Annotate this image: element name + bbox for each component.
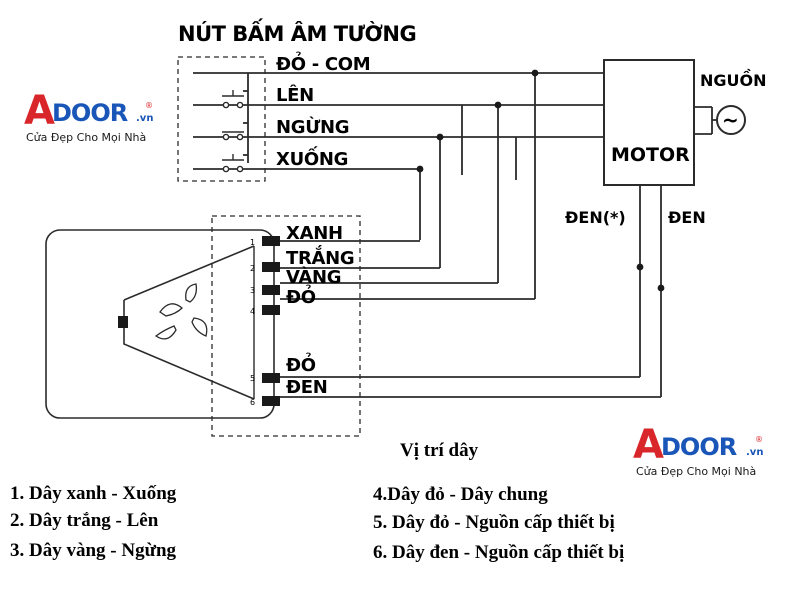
diagram-title: NÚT BẤM ÂM TƯỜNG [178, 18, 416, 46]
logo-mark-icon-2: A [633, 422, 664, 468]
legend-right-4: 4.Dây đỏ - Dây chung [373, 484, 548, 505]
terminal-number-5: 5 [250, 374, 255, 383]
logo-registered-2: ® [755, 435, 763, 444]
wire-label-xuong: XUỐNG [276, 146, 348, 170]
wire-label-ngung: NGỪNG [276, 116, 349, 138]
terminal-connectors [262, 236, 280, 406]
terminal-number-1: 1 [250, 238, 255, 247]
terminal-number-2: 2 [250, 264, 255, 273]
terminal-number-3: 3 [250, 286, 255, 295]
legend-left-1: 1. Dây xanh - Xuống [10, 483, 177, 504]
control-board [45, 229, 275, 419]
terminal-wire-trang: TRẮNG [286, 245, 354, 269]
switch-ngung-icon [222, 131, 244, 141]
switch-len-icon [222, 90, 244, 109]
logo-mark-icon: A [24, 88, 55, 134]
logo-tld: .vn [136, 113, 153, 124]
logo-tld-2: .vn [746, 447, 763, 458]
junction-dots [416, 69, 665, 292]
motor-label: MOTOR [611, 144, 690, 166]
terminal-box [211, 215, 361, 437]
motor-wire-den: ĐEN [668, 208, 706, 227]
motor-wire-den-star: ĐEN(*) [565, 208, 626, 227]
logo-tagline: Cửa Đẹp Cho Mọi Nhà [26, 131, 146, 144]
power-label: NGUỒN [700, 68, 767, 90]
terminal-number-6: 6 [250, 398, 255, 407]
legend-left-3: 3. Dây vàng - Ngừng [10, 540, 177, 561]
legend-right-5: 5. Dây đỏ - Nguồn cấp thiết bị [373, 512, 615, 533]
terminal-wire-do-4: ĐỎ [286, 284, 316, 308]
terminal-number-4: 4 [250, 307, 255, 316]
wall-button-box [177, 56, 266, 182]
wire-label-do-com: ĐỎ - COM [276, 51, 370, 75]
legend-heading: Vị trí dây [400, 440, 479, 461]
terminal-wire-do-5: ĐỎ [286, 352, 316, 376]
terminal-wire-den-6: ĐEN [286, 377, 328, 398]
wire-label-len: LÊN [276, 84, 314, 106]
adoor-logo-bottom: A DOOR .vn ® Cửa Đẹp Cho Mọi Nhà [633, 422, 763, 478]
logo-registered: ® [145, 101, 153, 110]
terminal-wire-vang: VÀNG [286, 266, 341, 288]
logo-name-2: DOOR [661, 433, 737, 461]
legend-right-6: 6. Dây đen - Nguồn cấp thiết bị [373, 542, 624, 563]
logo-tagline-2: Cửa Đẹp Cho Mọi Nhà [636, 465, 756, 478]
adoor-logo-top: A DOOR .vn ® Cửa Đẹp Cho Mọi Nhà [24, 88, 153, 144]
legend-left-2: 2. Dây trắng - Lên [10, 510, 159, 531]
switch-xuong-icon [222, 154, 244, 173]
logo-name: DOOR [52, 99, 128, 127]
power-symbol: ~ [722, 108, 739, 132]
terminal-wire-xanh: XANH [286, 223, 343, 244]
rolling-door-icon [123, 245, 255, 400]
fan-icon [154, 283, 208, 340]
motor-box [603, 59, 695, 186]
